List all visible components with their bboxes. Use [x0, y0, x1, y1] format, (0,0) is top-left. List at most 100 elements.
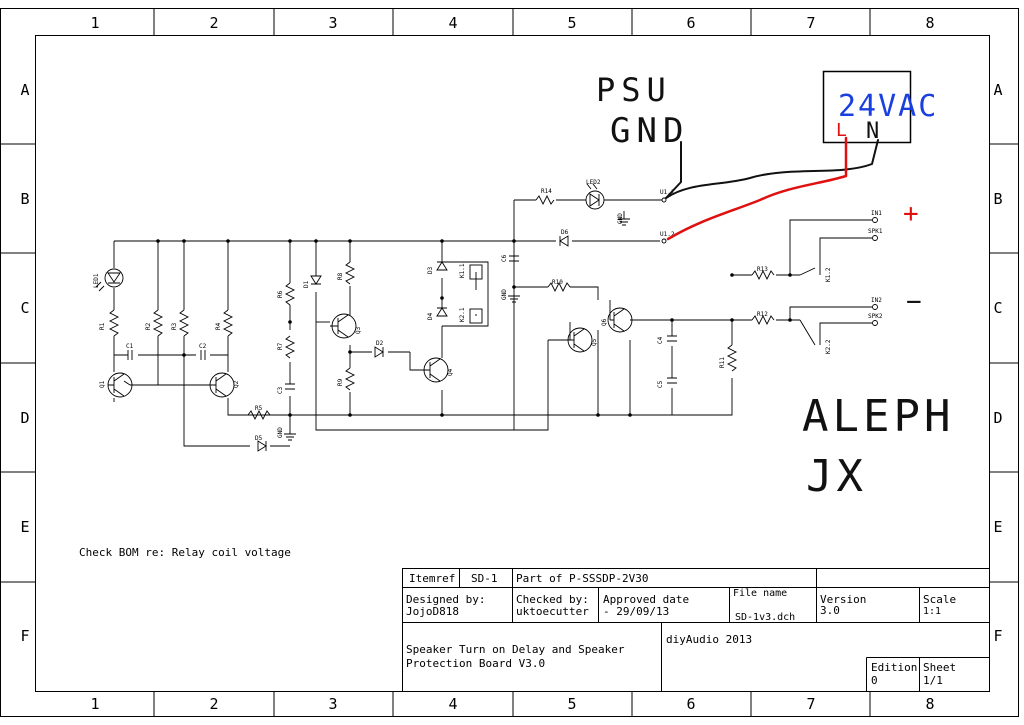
hand-wire-black-gnd [665, 141, 682, 199]
row-label-d-right: D [993, 409, 1002, 427]
row-label-f-right: F [993, 627, 1002, 645]
label-c5: C5 [657, 380, 664, 388]
transistor-q3 [330, 313, 357, 339]
resistor-r13 [751, 269, 775, 281]
label-gnd-c6: GND [501, 289, 508, 300]
resistor-r11 [726, 344, 738, 372]
label-r3: R3 [171, 322, 178, 330]
label-led1: LED1 [93, 273, 100, 288]
label-q5: Q5 [591, 338, 598, 346]
resistor-r1 [108, 309, 120, 337]
col-label-7-top: 7 [806, 14, 815, 32]
hand-wire-black-n [665, 139, 879, 199]
resistor-r12 [751, 314, 775, 326]
col-label-8-top: 8 [925, 14, 934, 32]
junction-dots [156, 239, 792, 417]
col-label-4-bottom: 4 [448, 695, 457, 713]
capacitor-c3 [285, 383, 295, 390]
label-u11: U1.1 [660, 189, 675, 196]
label-c4: C4 [657, 336, 664, 344]
hand-minus-sign: − [906, 287, 922, 317]
ground-symbol [508, 295, 520, 303]
connector-u1-2 [661, 238, 667, 244]
resistor-r4 [222, 309, 234, 337]
tb-edition-label: Edition [871, 661, 917, 674]
tb-version-value: 3.0 [820, 604, 840, 617]
tb-part-of: Part of P-SSSDP-2V30 [516, 572, 648, 585]
tb-title-line2: Protection Board V3.0 [406, 657, 545, 670]
row-label-b-right: B [993, 190, 1002, 208]
capacitor-c4 [667, 335, 677, 342]
capacitor-c1 [127, 350, 133, 360]
label-q3: Q3 [355, 326, 362, 334]
tb-organisation: diyAudio 2013 [666, 633, 752, 646]
handwritten-annotations: PSU GND 24VAC L N + − ALEPH JX [596, 70, 950, 502]
tb-scale-label: Scale [923, 593, 956, 606]
wiring [113, 199, 872, 447]
tb-edition-value: 0 [871, 674, 878, 687]
row-label-c-right: C [993, 299, 1002, 317]
label-r12: R12 [757, 311, 768, 318]
tb-title-line1: Speaker Turn on Delay and Speaker [406, 643, 625, 656]
label-c2: C2 [199, 343, 207, 350]
label-q2: Q2 [233, 380, 240, 388]
row-label-e-right: E [993, 518, 1002, 536]
components [95, 183, 878, 452]
resistor-r2 [152, 309, 164, 337]
capacitor-c2 [200, 350, 206, 360]
label-q1: Q1 [99, 380, 106, 388]
capacitor-c5 [667, 377, 677, 384]
hand-wire-red-l [666, 136, 848, 241]
zone-labels: 1 2 3 4 5 6 7 8 1 2 3 4 5 6 7 8 A B C D … [20, 14, 1002, 713]
tb-scale-value: 1:1 [923, 606, 941, 617]
label-r6: R6 [277, 290, 284, 298]
label-k11: K1.1 [459, 263, 466, 278]
tb-approved-value: - 29/09/13 [603, 605, 669, 618]
ground-symbol [618, 211, 630, 226]
diode-d4 [436, 307, 448, 317]
tb-itemref-label: Itemref [409, 572, 455, 585]
transformer-box [822, 70, 912, 144]
tb-itemref-value: SD-1 [471, 572, 498, 585]
label-r8: R8 [337, 272, 344, 280]
row-label-e-left: E [20, 518, 29, 536]
transistor-q6 [607, 307, 633, 333]
resistor-r3 [178, 309, 190, 337]
col-label-1-bottom: 1 [90, 695, 99, 713]
tb-file-label: File name [733, 588, 787, 599]
col-label-4-top: 4 [448, 14, 457, 32]
col-label-8-bottom: 8 [925, 695, 934, 713]
col-label-6-bottom: 6 [686, 695, 695, 713]
label-k12: K1.2 [825, 267, 832, 282]
led1-symbol [95, 268, 124, 292]
col-label-1-top: 1 [90, 14, 99, 32]
label-c1: C1 [126, 343, 134, 350]
tb-sheet-label: Sheet [923, 661, 956, 674]
label-d4: D4 [427, 312, 434, 320]
label-q6: Q6 [601, 318, 608, 326]
row-label-a-left: A [20, 81, 29, 99]
component-labels: LED1 R1 R2 R3 R4 C1 C2 Q1 Q2 R5 D5 R6 R7… [93, 179, 883, 442]
relay-coil-k1 [469, 264, 483, 280]
col-label-7-bottom: 7 [806, 695, 815, 713]
label-r1: R1 [99, 322, 106, 330]
title-block: Itemref SD-1 Part of P-SSSDP-2V30 Design… [402, 568, 990, 692]
connector-u1-1 [661, 197, 667, 203]
col-label-3-bottom: 3 [328, 695, 337, 713]
hand-gnd-label: GND [610, 111, 689, 151]
label-d3: D3 [427, 266, 434, 274]
diode-d1 [310, 275, 322, 285]
transistor-q5 [548, 327, 593, 353]
label-r4: R4 [215, 322, 222, 330]
label-r14: R14 [541, 188, 552, 195]
col-label-3-top: 3 [328, 14, 337, 32]
connector-spk1 [872, 235, 878, 241]
resistor-r14 [535, 194, 555, 206]
label-in2: IN2 [871, 297, 882, 304]
relay-coil-k2 [469, 308, 483, 324]
col-label-5-bottom: 5 [567, 695, 576, 713]
hand-n-label: N [866, 119, 879, 144]
label-r11: R11 [719, 357, 726, 368]
row-label-d-left: D [20, 409, 29, 427]
hand-plus-sign: + [903, 199, 919, 229]
